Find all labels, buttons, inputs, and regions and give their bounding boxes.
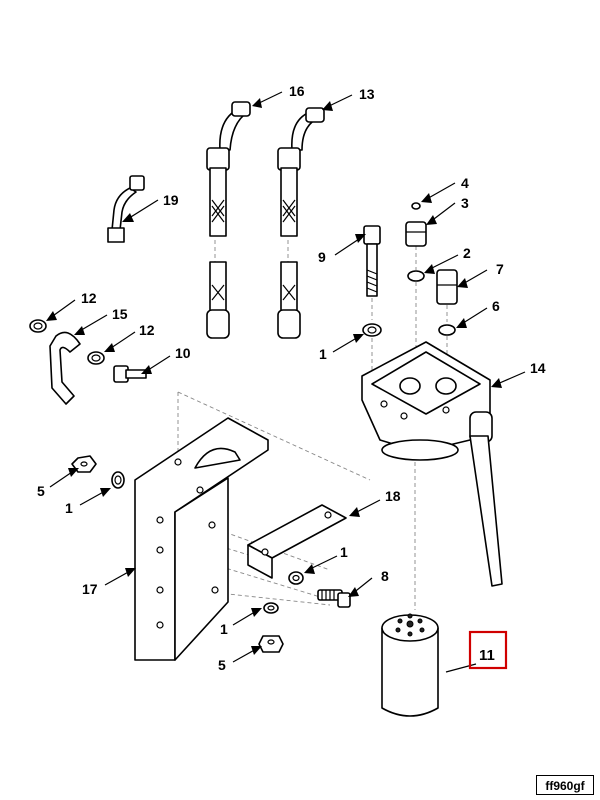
callout-3[interactable]: 3 xyxy=(461,195,469,211)
callout-12-top[interactable]: 12 xyxy=(81,290,97,306)
callout-1-bolt9[interactable]: 1 xyxy=(319,346,327,362)
callout-1-bottom[interactable]: 1 xyxy=(220,621,228,637)
callout-14[interactable]: 14 xyxy=(530,360,546,376)
callout-6[interactable]: 6 xyxy=(492,298,500,314)
callout-17[interactable]: 17 xyxy=(82,581,98,597)
callout-15[interactable]: 15 xyxy=(112,306,128,322)
callout-5-top[interactable]: 5 xyxy=(37,483,45,499)
callout-1-left[interactable]: 1 xyxy=(65,500,73,516)
callout-9[interactable]: 9 xyxy=(318,249,326,265)
callout-13[interactable]: 13 xyxy=(359,86,375,102)
bolt-8 xyxy=(317,589,351,608)
callout-11[interactable]: 11 xyxy=(479,647,495,664)
callout-10[interactable]: 10 xyxy=(175,345,191,361)
left-fittings xyxy=(29,319,147,405)
hose-13 xyxy=(277,107,325,339)
callout-1-bracket18[interactable]: 1 xyxy=(340,544,348,560)
bracket-17 xyxy=(134,417,269,661)
nuts-and-washers xyxy=(71,455,304,653)
filter-head-14 xyxy=(361,341,503,587)
callout-8[interactable]: 8 xyxy=(381,568,389,584)
callout-18[interactable]: 18 xyxy=(385,488,401,504)
filter-cartridge-11 xyxy=(381,613,439,717)
document-id-label: ff960gf xyxy=(536,775,594,795)
callout-4[interactable]: 4 xyxy=(461,175,469,191)
callout-12-bottom[interactable]: 12 xyxy=(139,322,155,338)
leader-lines xyxy=(46,91,526,673)
elbow-fitting-19 xyxy=(107,175,145,243)
callout-2[interactable]: 2 xyxy=(463,245,471,261)
callout-7[interactable]: 7 xyxy=(496,261,504,277)
hose-16 xyxy=(206,101,251,339)
callout-labels: 16 13 19 4 3 9 2 7 12 15 12 6 1 10 14 5 … xyxy=(37,83,546,673)
bracket-18 xyxy=(247,504,347,579)
bolt-9 xyxy=(362,225,382,337)
callout-5-bottom[interactable]: 5 xyxy=(218,657,226,673)
small-fittings xyxy=(405,202,458,336)
callout-19[interactable]: 19 xyxy=(163,192,179,208)
callout-16[interactable]: 16 xyxy=(289,83,305,99)
callout-11-highlight xyxy=(468,630,508,670)
